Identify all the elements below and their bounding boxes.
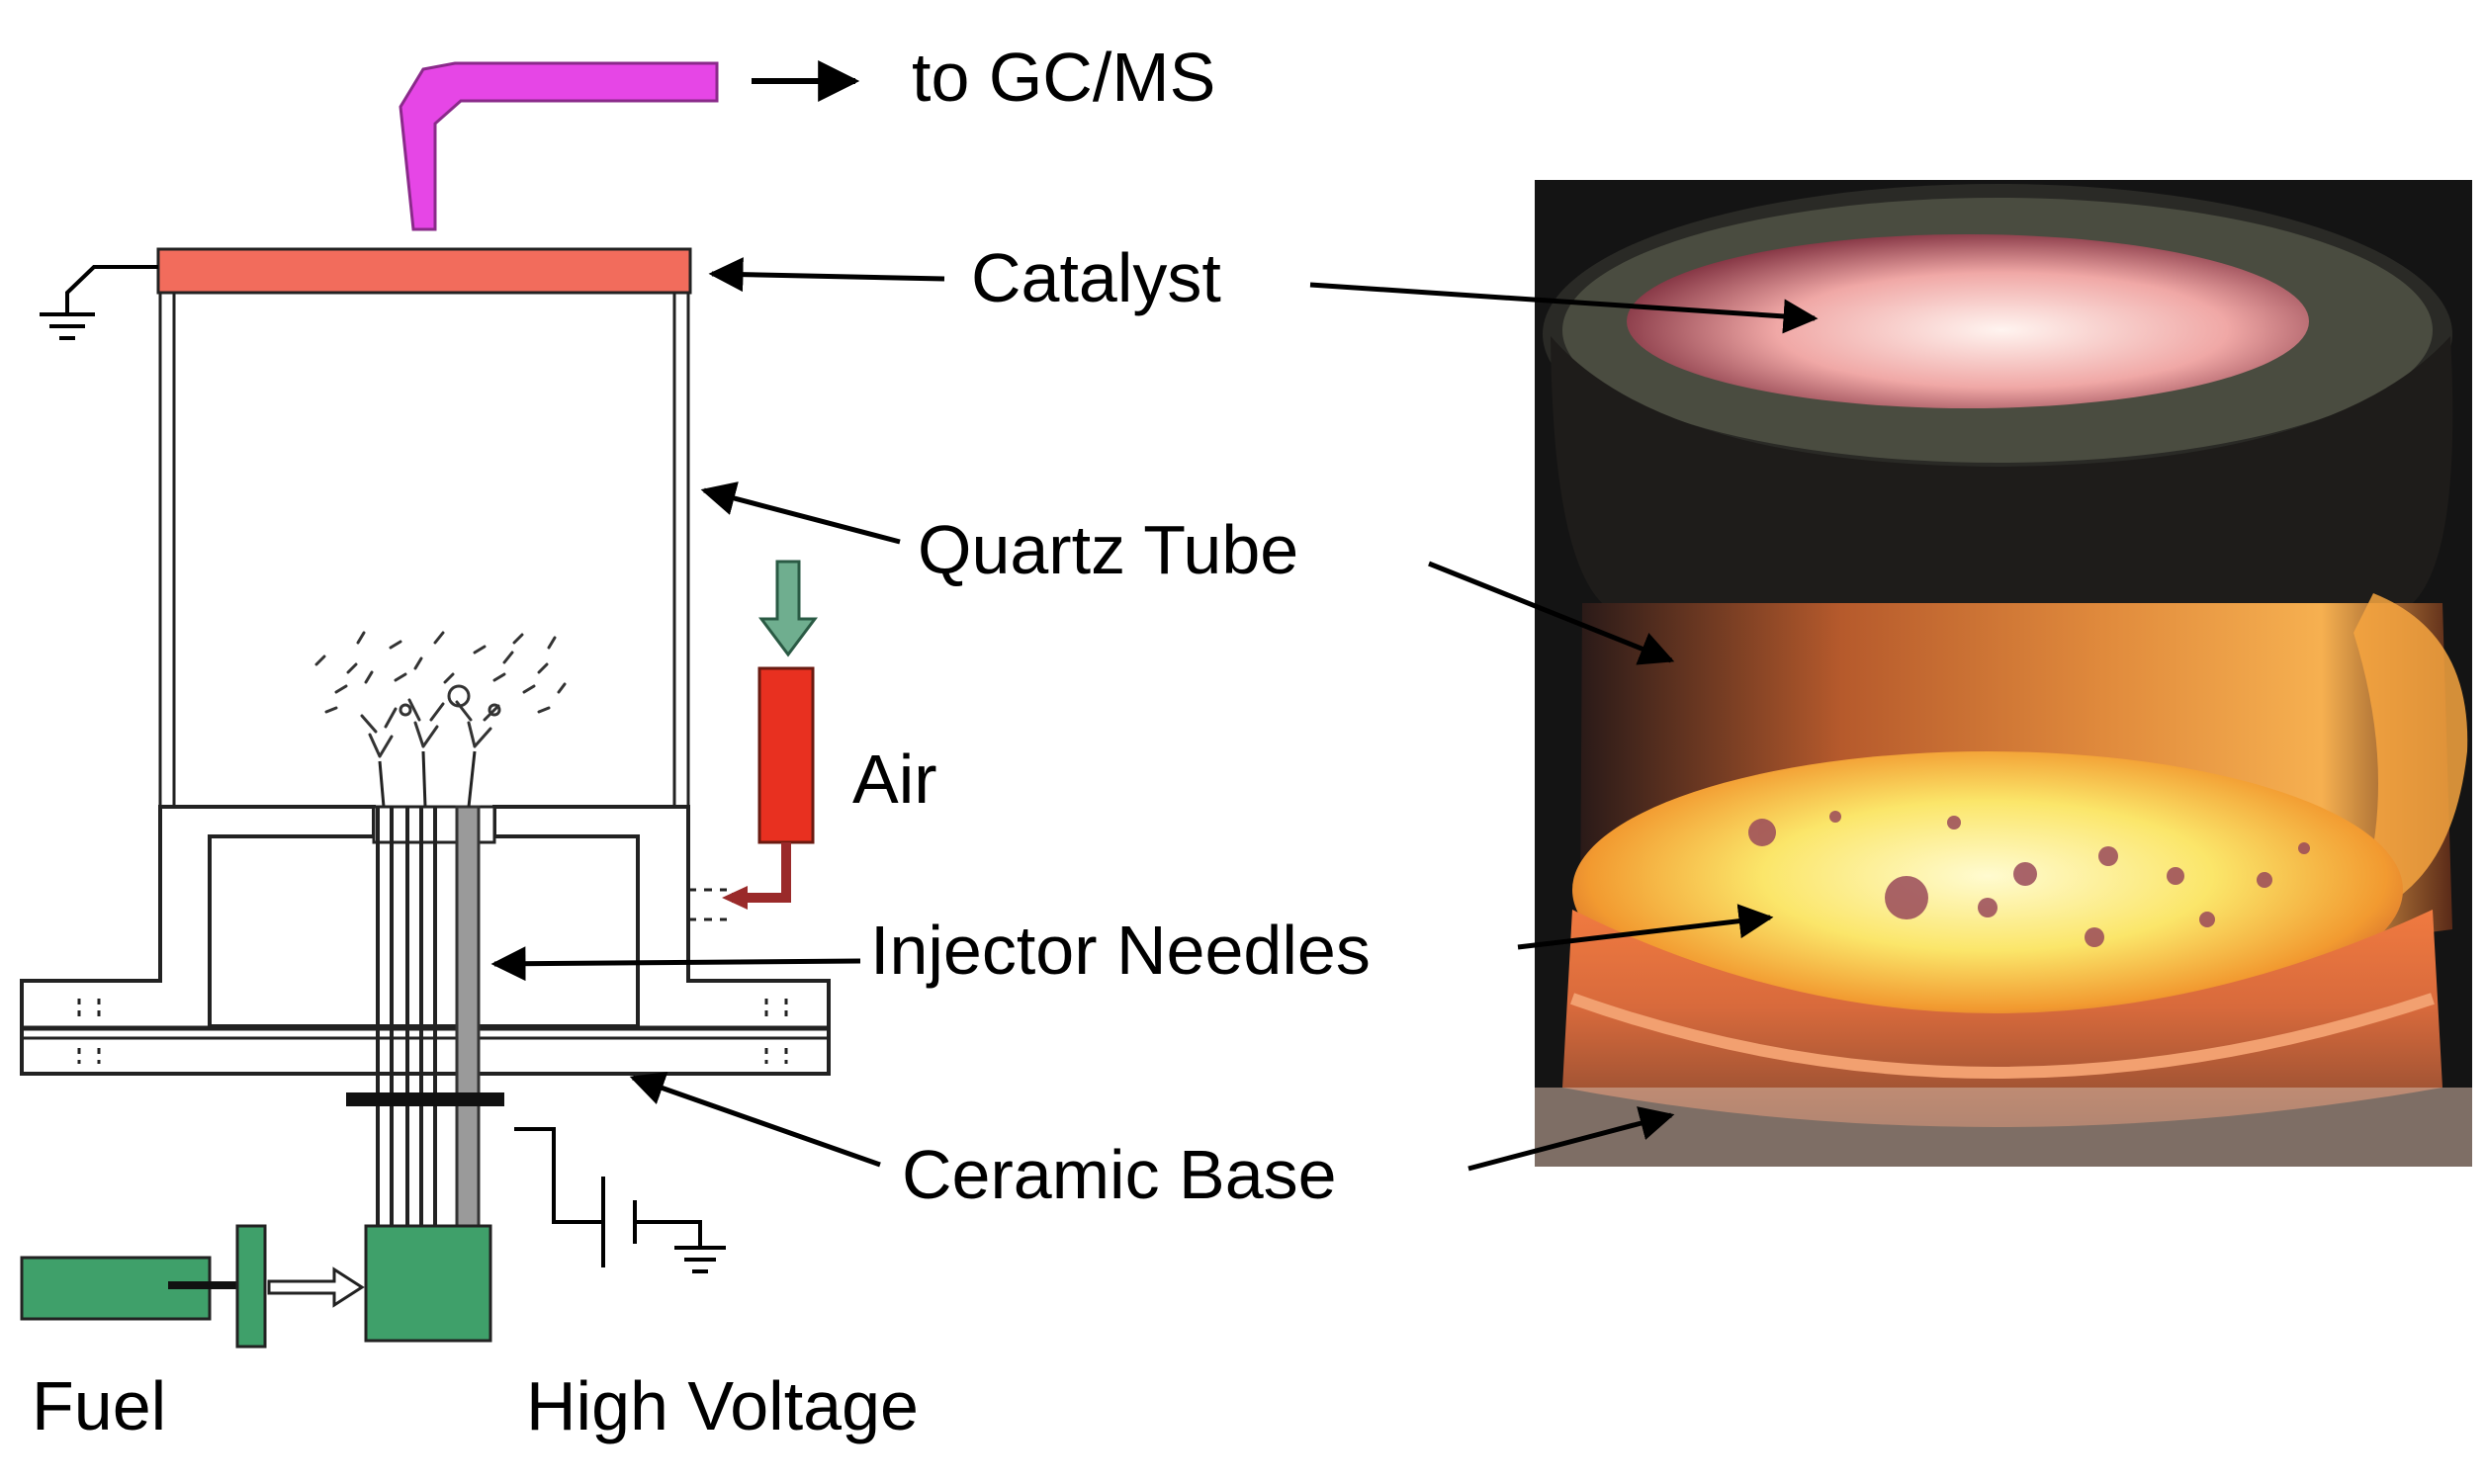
battery-icon <box>514 1127 702 1267</box>
injector-needles <box>372 750 496 1228</box>
ground-icon <box>40 265 158 340</box>
label-air: Air <box>852 741 937 818</box>
injector-leader-left <box>490 946 861 982</box>
hv-ground-icon <box>674 1246 726 1273</box>
ceramic-base <box>20 805 831 1076</box>
pump <box>364 1224 492 1343</box>
air-inlet-arrow <box>722 886 748 910</box>
reactor-photo <box>1535 180 2472 1167</box>
label-quartz-tube: Quartz Tube <box>918 511 1298 588</box>
air-cartridge <box>757 666 815 844</box>
injector-leader-right <box>1517 904 1774 950</box>
air-line <box>732 842 791 903</box>
catalyst-leader-right <box>1309 282 1819 334</box>
air-arrow <box>758 560 818 657</box>
ceramic-base-leader-left <box>629 1071 881 1168</box>
reactor-schematic <box>20 60 860 1349</box>
needle-spray <box>314 631 567 758</box>
label-high-voltage: High Voltage <box>526 1367 919 1444</box>
label-fuel: Fuel <box>32 1367 166 1444</box>
ceramic-base-leader-right <box>1467 1106 1675 1172</box>
label-injector-needles: Injector Needles <box>870 912 1371 989</box>
catalyst-plate <box>156 247 692 295</box>
fuel-valve <box>235 1224 267 1349</box>
outlet-tube <box>399 61 719 231</box>
fuel-flow-arrow <box>267 1266 365 1308</box>
label-to-gcms: to GC/MS <box>912 39 1215 116</box>
quartz-tube-leader-left <box>700 481 901 545</box>
quartz-tube <box>158 291 690 809</box>
label-catalyst: Catalyst <box>971 239 1221 316</box>
label-ceramic-base: Ceramic Base <box>902 1136 1337 1213</box>
catalyst-leader-left <box>708 257 945 293</box>
labels: to GC/MS Catalyst Quartz Tube Air Inject… <box>32 39 1371 1444</box>
leader-lines <box>490 257 1819 1172</box>
quartz-tube-leader-right <box>1428 561 1675 665</box>
